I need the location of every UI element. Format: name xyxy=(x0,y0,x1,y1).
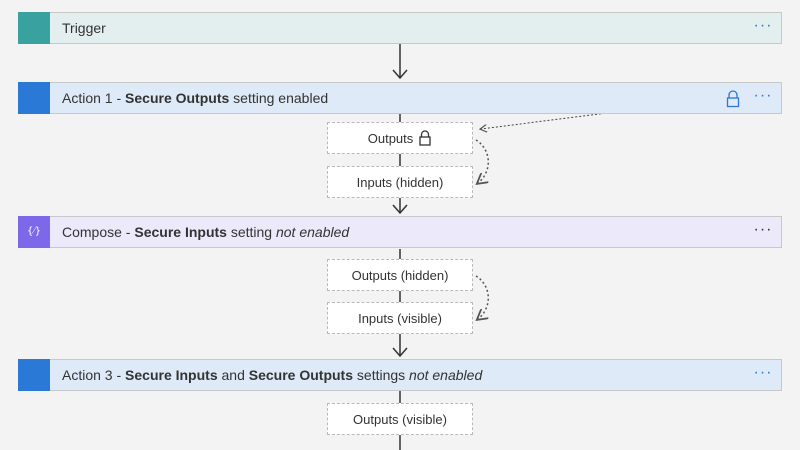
action3-prefix: Action 3 - xyxy=(62,367,126,383)
action1-color-square xyxy=(18,81,50,114)
lock-icon xyxy=(725,90,741,108)
curved-arrow xyxy=(476,139,489,183)
compose-icon: {⁄} xyxy=(27,226,41,237)
action3-outputs-box[interactable]: Outputs (visible) xyxy=(327,403,473,435)
trigger-step[interactable]: Trigger ··· xyxy=(18,11,782,44)
action1-step[interactable]: Action 1 - Secure Outputs setting enable… xyxy=(18,81,782,114)
more-options-icon[interactable]: ··· xyxy=(753,17,773,34)
more-options-icon[interactable]: ··· xyxy=(753,364,773,381)
trigger-color-square xyxy=(18,11,50,44)
action3-step[interactable]: Action 3 - Secure Inputs and Secure Outp… xyxy=(18,358,782,391)
action1-inputs-box[interactable]: Inputs (hidden) xyxy=(327,166,473,198)
more-options-icon[interactable]: ··· xyxy=(753,87,773,104)
compose-icon-square: {⁄} xyxy=(18,215,50,248)
compose-title: Compose - Secure Inputs setting not enab… xyxy=(50,224,349,240)
action1-title: Action 1 - Secure Outputs setting enable… xyxy=(50,90,328,106)
action3-bold1: Secure Inputs xyxy=(125,367,218,383)
arrow-down-icon xyxy=(392,204,408,215)
action3-color-square xyxy=(18,358,50,391)
action1-prefix: Action 1 - xyxy=(62,90,126,106)
compose-mid: setting xyxy=(226,224,276,240)
compose-italic: not enabled xyxy=(275,224,350,240)
lock-icon xyxy=(418,130,432,146)
action3-italic: not enabled xyxy=(409,367,483,383)
compose-bold: Secure Inputs xyxy=(134,224,227,240)
action1-outputs-box[interactable]: Outputs xyxy=(327,122,473,154)
action1-suffix: setting enabled xyxy=(229,90,329,106)
curved-arrow xyxy=(476,275,489,319)
arrow-down-icon xyxy=(392,69,408,80)
compose-prefix: Compose - xyxy=(62,224,135,240)
compose-outputs-box[interactable]: Outputs (hidden) xyxy=(327,259,473,291)
action3-mid: and xyxy=(217,367,249,383)
trigger-title: Trigger xyxy=(62,20,106,36)
action3-title: Action 3 - Secure Inputs and Secure Outp… xyxy=(50,367,482,383)
action1-outputs-label: Outputs xyxy=(367,130,414,146)
arrow-down-icon xyxy=(392,347,408,358)
compose-step[interactable]: {⁄} Compose - Secure Inputs setting not … xyxy=(18,215,782,248)
action3-mid2: settings xyxy=(353,367,410,383)
compose-inputs-box[interactable]: Inputs (visible) xyxy=(327,302,473,334)
action1-bold: Secure Outputs xyxy=(125,90,230,106)
action3-bold2: Secure Outputs xyxy=(248,367,354,383)
more-options-icon[interactable]: ··· xyxy=(753,221,773,238)
